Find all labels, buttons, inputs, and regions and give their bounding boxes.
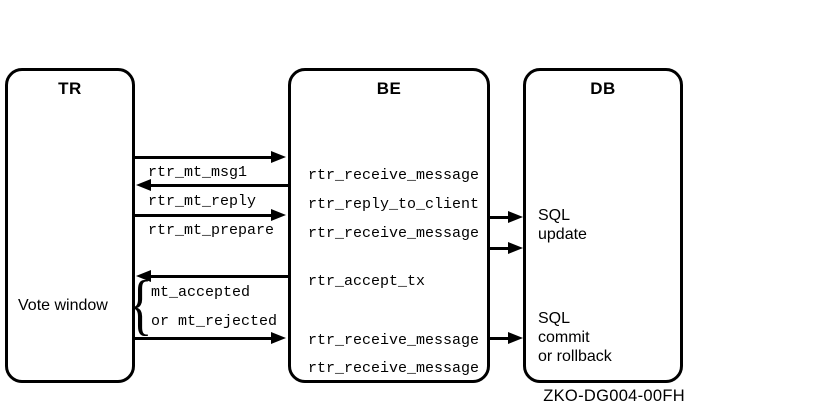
arrow-right-icon — [508, 332, 523, 344]
brace-glyph: { — [128, 266, 153, 342]
arrow-shaft — [490, 337, 510, 340]
arrow-be-to-tr-accept — [136, 270, 288, 283]
msg-label-rtr-mt-reply: rtr_mt_reply — [148, 193, 257, 210]
arrow-be-to-db-update-2 — [490, 242, 523, 255]
db-box: DB SQL update SQL commit or rollback — [523, 68, 683, 383]
be-call-receive-message-1: rtr_receive_message — [308, 167, 480, 184]
msg-label-rtr-mt-prepare: rtr_mt_prepare — [148, 222, 275, 239]
be-call-reply-to-client: rtr_reply_to_client — [308, 196, 480, 213]
be-box-title: BE — [376, 79, 402, 98]
arrow-shaft — [490, 216, 510, 219]
arrow-right-icon — [508, 211, 523, 223]
arrow-right-icon — [271, 151, 286, 163]
tr-box: TR Vote window — [5, 68, 135, 383]
db-op-sql-commit-rollback: SQL commit or rollback — [538, 310, 612, 365]
tr-box-title: TR — [58, 79, 82, 98]
arrow-left-icon — [136, 270, 151, 282]
arrow-shaft — [134, 214, 273, 217]
arrow-right-icon — [508, 242, 523, 254]
arrow-be-to-db-update-1 — [490, 211, 523, 224]
arrow-right-icon — [271, 209, 286, 221]
arrow-shaft — [490, 247, 510, 250]
db-box-title: DB — [590, 79, 616, 98]
arrow-right-icon — [271, 332, 286, 344]
arrow-shaft — [149, 184, 288, 187]
be-box: BE rtr_receive_message rtr_reply_to_clie… — [288, 68, 490, 383]
arrow-be-to-db-commit — [490, 332, 523, 345]
be-call-receive-message-3: rtr_receive_message — [308, 332, 480, 349]
arrow-tr-to-be-msg1 — [134, 151, 286, 164]
be-call-receive-message-4: rtr_receive_message — [308, 360, 480, 377]
msg-label-or-mt-rejected: or mt_rejected — [151, 313, 278, 330]
be-call-receive-message-2: rtr_receive_message — [308, 225, 480, 242]
figure-caption: ZKO-DG004-00FH — [543, 387, 685, 405]
msg-label-mt-accepted: mt_accepted — [151, 284, 251, 301]
msg-label-rtr-mt-msg1: rtr_mt_msg1 — [148, 164, 248, 181]
arrow-tr-to-be-prepare — [134, 209, 286, 222]
arrow-shaft — [134, 337, 273, 340]
arrow-tr-to-be-vote — [134, 332, 286, 345]
arrow-shaft — [149, 275, 288, 278]
arrow-shaft — [134, 156, 273, 159]
db-op-sql-update: SQL update — [538, 207, 587, 243]
be-call-accept-tx: rtr_accept_tx — [308, 273, 426, 290]
vote-window-label: Vote window — [18, 297, 108, 314]
arrow-be-to-tr-reply — [136, 179, 288, 192]
arrow-left-icon — [136, 179, 151, 191]
